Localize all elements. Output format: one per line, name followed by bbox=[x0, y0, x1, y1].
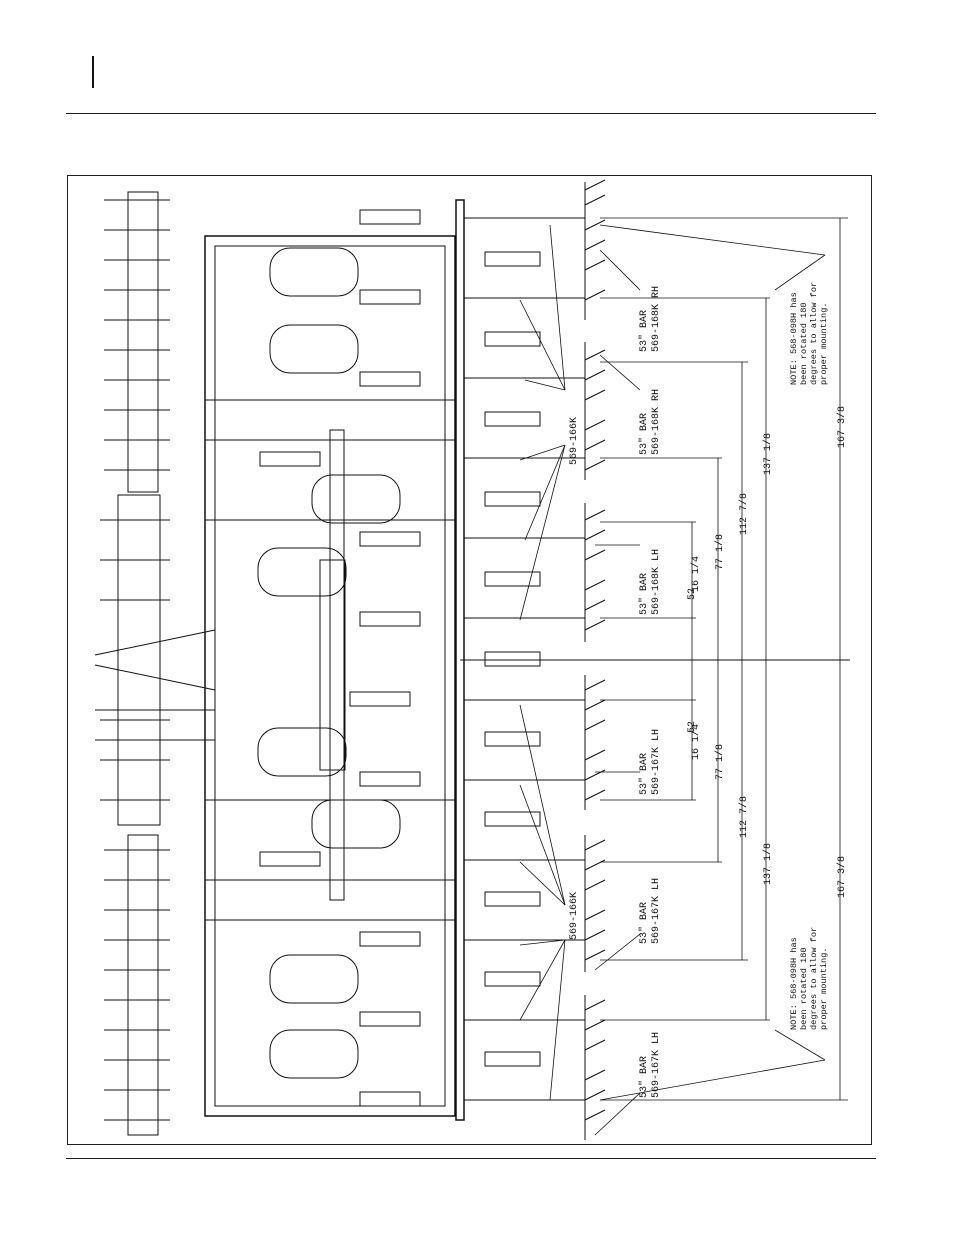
dim-167-3-8-top: 167 3/8 bbox=[836, 406, 848, 448]
corner-mark bbox=[92, 56, 94, 88]
svg-text:proper mounting.: proper mounting. bbox=[819, 302, 829, 385]
dim-112-7-8-bottom: 112 7/8 bbox=[738, 796, 750, 838]
leader-lines bbox=[519, 224, 826, 1136]
svg-text:569-167K LH: 569-167K LH bbox=[651, 878, 662, 944]
dim-16-1-4-bottom: 16 1/4 bbox=[690, 724, 702, 760]
svg-text:degrees to allow for: degrees to allow for bbox=[809, 282, 819, 385]
note-bottom: NOTE: 568-098H has been rotated 180 degr… bbox=[789, 927, 829, 1030]
part-label-166k-top: 569-166K bbox=[569, 417, 580, 465]
dim-167-3-8-bottom: 167 3/8 bbox=[836, 856, 848, 898]
bar-callout-1: 53" BAR 569-168K RH bbox=[638, 286, 662, 352]
footer-rule bbox=[66, 1158, 876, 1159]
svg-text:been rotated 180: been rotated 180 bbox=[799, 947, 809, 1030]
bar-callout-6: 53" BAR 569-167K LH bbox=[638, 1032, 662, 1098]
svg-text:NOTE: 568-098H has: NOTE: 568-098H has bbox=[789, 292, 799, 385]
svg-text:569-167K LH: 569-167K LH bbox=[651, 1032, 662, 1098]
dim-52-bottom: 52 bbox=[687, 721, 698, 733]
bar-callout-4: 53" BAR 569-167K LH bbox=[638, 729, 662, 795]
svg-text:been rotated 180: been rotated 180 bbox=[799, 302, 809, 385]
left-toolbars bbox=[100, 191, 170, 1136]
svg-text:53" BAR: 53" BAR bbox=[638, 413, 650, 455]
wheels bbox=[257, 247, 401, 1079]
note-top: NOTE: 568-098H has been rotated 180 degr… bbox=[789, 282, 829, 385]
bar-callout-2: 53" BAR 569-168K RH bbox=[638, 389, 662, 455]
main-frame bbox=[204, 235, 456, 1117]
dim-137-1-8-top: 137 1/8 bbox=[762, 433, 774, 475]
svg-text:degrees to allow for: degrees to allow for bbox=[809, 927, 819, 1030]
dimension-lines bbox=[600, 217, 848, 1101]
harrow-bars bbox=[584, 179, 606, 1140]
svg-text:53" BAR: 53" BAR bbox=[638, 573, 650, 615]
dim-77-1-8-top: 77 1/8 bbox=[714, 534, 726, 570]
svg-text:53" BAR: 53" BAR bbox=[638, 753, 650, 795]
svg-text:569-168K RH: 569-168K RH bbox=[651, 286, 662, 352]
dim-137-1-8-bottom: 137 1/8 bbox=[762, 843, 774, 885]
dim-52-top: 52 bbox=[687, 588, 698, 600]
svg-text:proper mounting.: proper mounting. bbox=[819, 947, 829, 1030]
dim-16-1-4-top: 16 1/4 bbox=[690, 556, 702, 592]
figure-frame bbox=[67, 175, 872, 1145]
svg-text:569-167K LH: 569-167K LH bbox=[651, 729, 662, 795]
svg-text:53" BAR: 53" BAR bbox=[638, 310, 650, 352]
svg-text:569-168K LH: 569-168K LH bbox=[651, 549, 662, 615]
svg-text:569-168K RH: 569-168K RH bbox=[651, 389, 662, 455]
part-label-166k-bottom: 569-166K bbox=[569, 892, 580, 940]
hitch-tongue bbox=[94, 629, 216, 741]
dim-77-1-8-bottom: 77 1/8 bbox=[714, 744, 726, 780]
bar-callout-3: 53" BAR 569-168K LH bbox=[638, 549, 662, 615]
svg-text:53" BAR: 53" BAR bbox=[638, 1056, 650, 1098]
header-rule bbox=[66, 113, 876, 114]
dim-112-7-8-top: 112 7/8 bbox=[738, 493, 750, 535]
svg-text:53" BAR: 53" BAR bbox=[638, 902, 650, 944]
spring-shanks bbox=[259, 209, 541, 1107]
bar-callout-5: 53" BAR 569-167K LH bbox=[638, 878, 662, 944]
svg-text:NOTE: 568-098H has: NOTE: 568-098H has bbox=[789, 937, 799, 1030]
